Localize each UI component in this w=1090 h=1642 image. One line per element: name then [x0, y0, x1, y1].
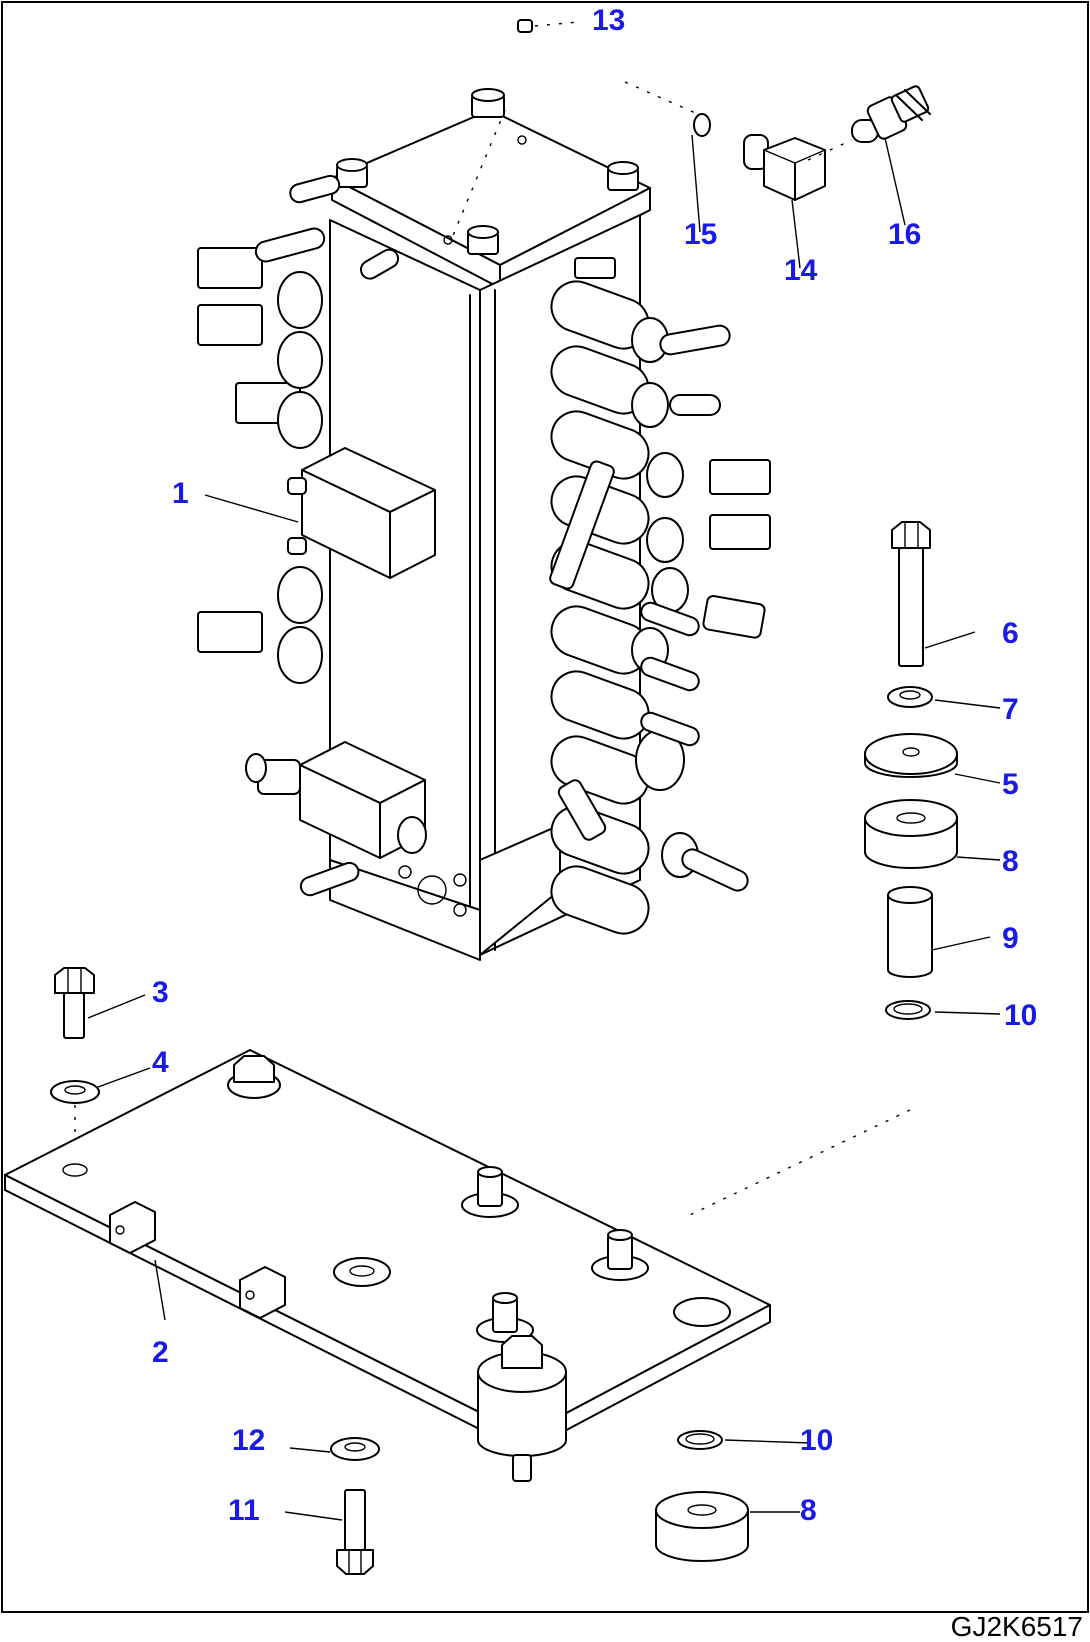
part-8-mount-upper	[864, 799, 958, 869]
drawing-code: GJ2K6517	[951, 1611, 1083, 1642]
part-2-base-plate	[4, 1049, 771, 1482]
callout-6: 6	[1002, 617, 1019, 650]
part-9-collar	[887, 886, 933, 978]
callout-12: 12	[232, 1424, 265, 1457]
callout-8-lower: 8	[800, 1494, 817, 1527]
part-13-plug	[517, 19, 533, 33]
callout-labels: 13 15 14 16 1 6 7 5 8 9 10 3 4 2 12 10 1…	[152, 4, 1037, 1527]
callout-9: 9	[1002, 922, 1019, 955]
part-6-bolt	[891, 521, 931, 667]
drawing-frame	[1, 1, 1089, 1613]
part-5-plate-washer	[864, 733, 958, 778]
part-8-mount-lower	[655, 1491, 749, 1562]
part-4-washer	[50, 1080, 100, 1104]
part-14-sensor	[743, 134, 826, 201]
part-12-washer	[330, 1437, 380, 1461]
leader-lines	[87, 134, 1001, 1521]
part-11-bolt	[336, 1489, 374, 1575]
part-7-washer	[887, 686, 933, 708]
callout-2: 2	[152, 1336, 169, 1369]
callout-10-lower: 10	[800, 1424, 833, 1457]
part-3-bolt	[54, 967, 95, 1039]
part-10-shim-upper	[885, 1000, 931, 1020]
callout-8-upper: 8	[1002, 845, 1019, 878]
part-15-oring	[693, 113, 711, 137]
callout-3: 3	[152, 976, 169, 1009]
control-valve-assembly	[197, 88, 771, 961]
callout-13: 13	[592, 4, 625, 37]
part-10-shim-lower	[677, 1430, 723, 1450]
callout-16: 16	[888, 218, 921, 251]
solenoid-valve-1	[287, 447, 436, 579]
part-16-connector	[851, 85, 931, 143]
callout-1: 1	[172, 477, 189, 510]
callout-15: 15	[684, 218, 717, 251]
callout-7: 7	[1002, 693, 1019, 726]
callout-4: 4	[152, 1046, 169, 1079]
callout-11: 11	[228, 1494, 260, 1527]
callout-5: 5	[1002, 768, 1019, 801]
callout-10-upper: 10	[1004, 999, 1037, 1032]
callout-14: 14	[784, 254, 818, 287]
